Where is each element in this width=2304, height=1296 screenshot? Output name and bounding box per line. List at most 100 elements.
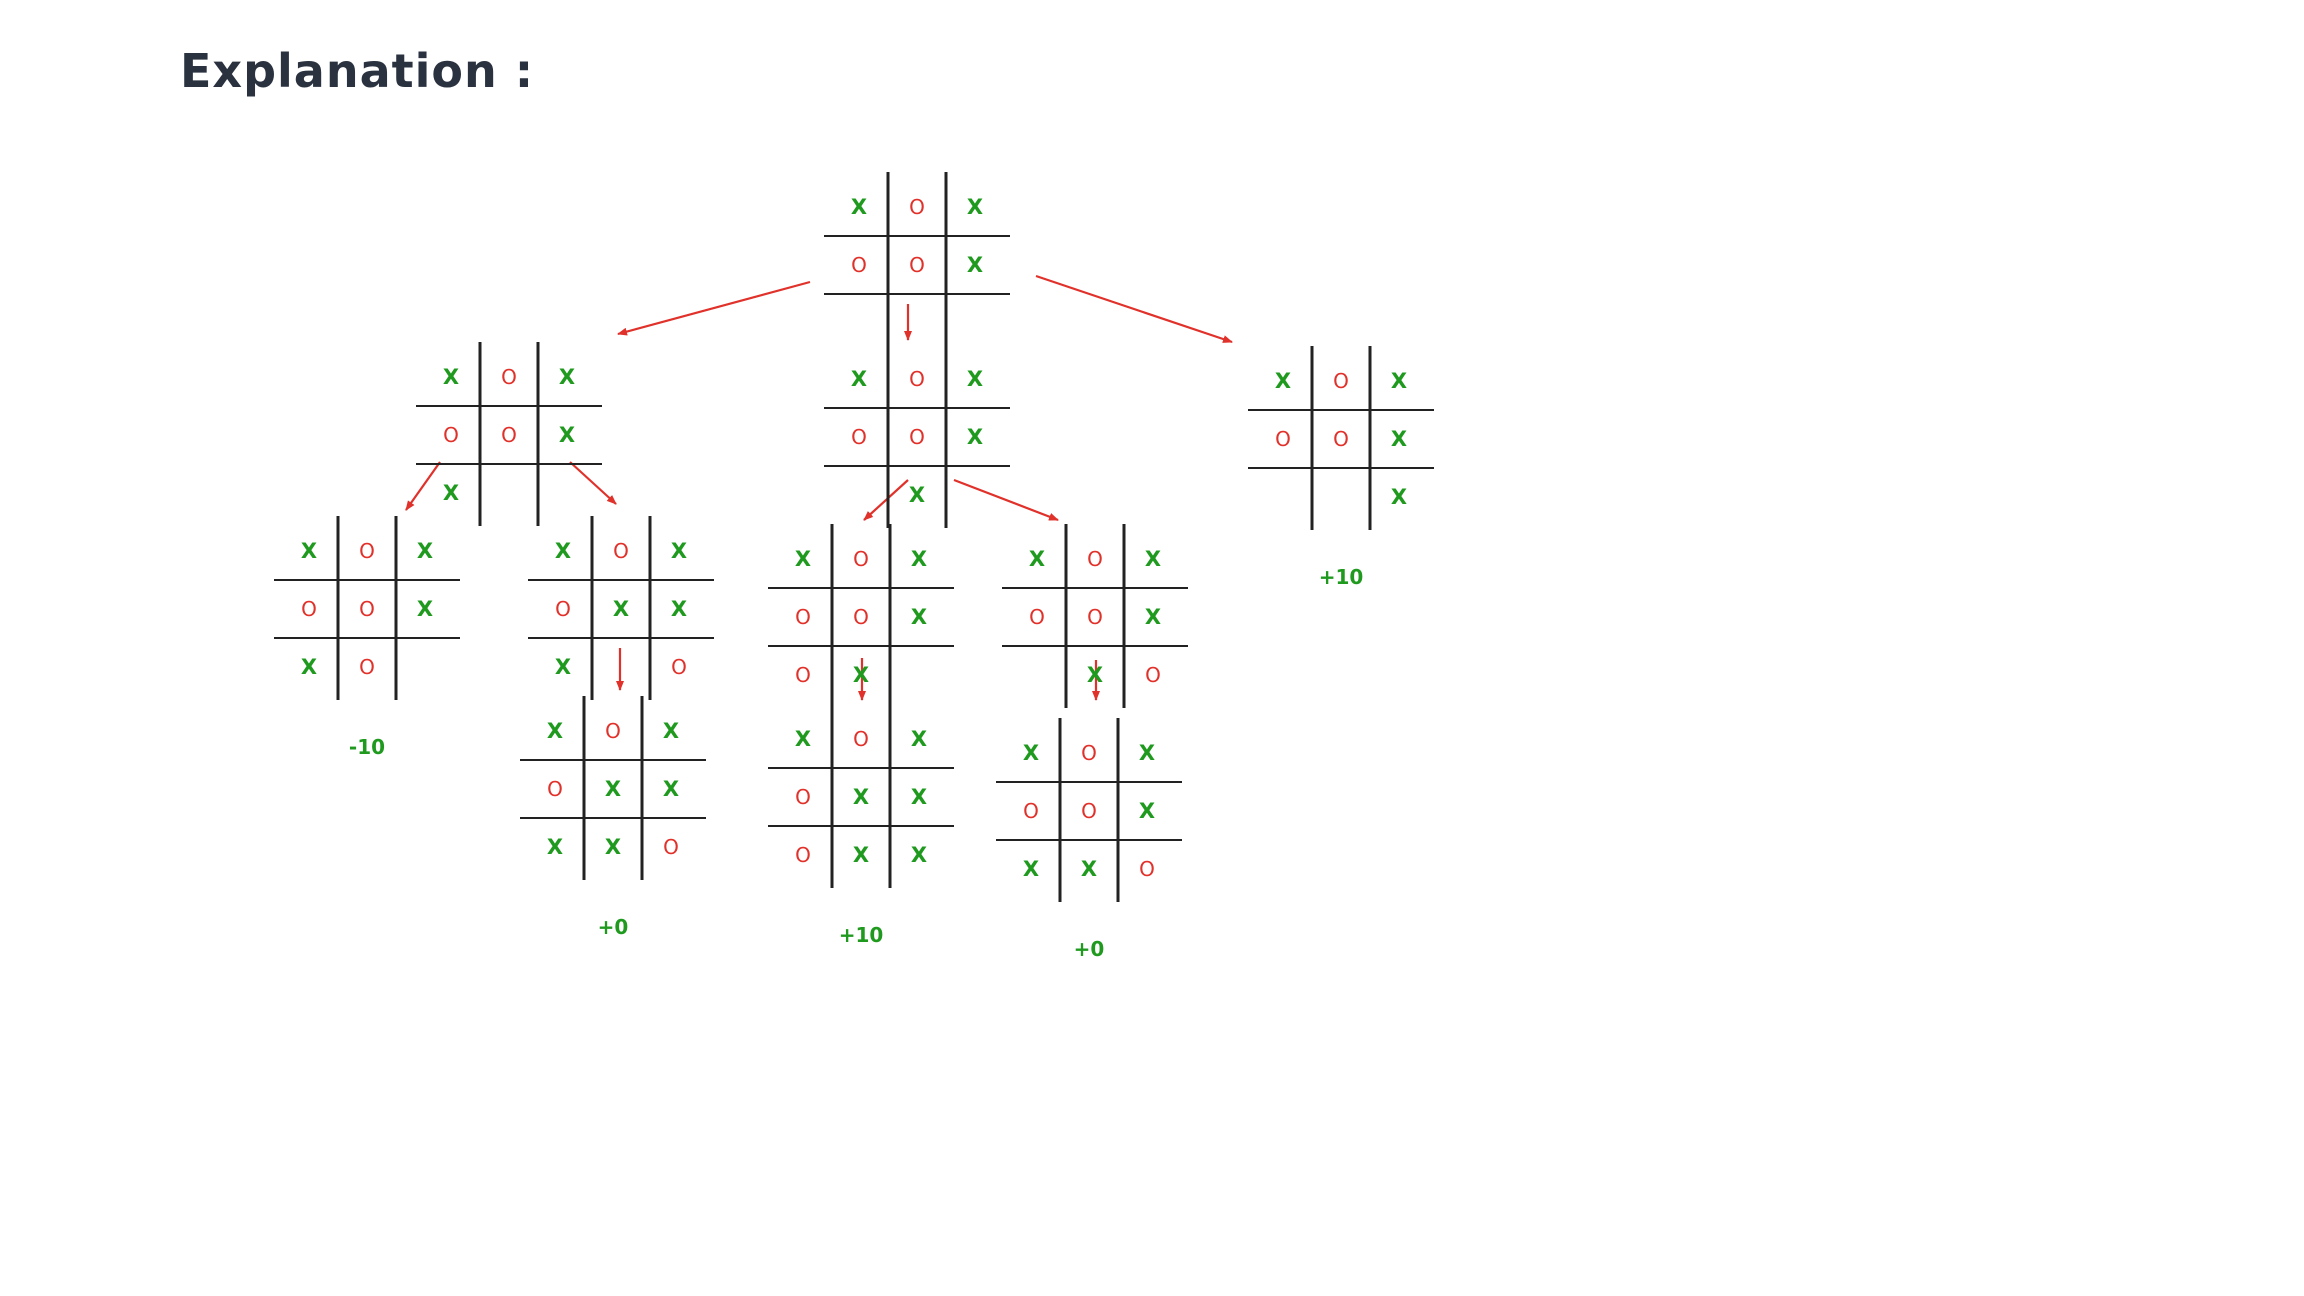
- arrow-root-to-child-3: [1035, 274, 1233, 344]
- cell-mark-x: X: [1139, 799, 1155, 823]
- cell-mark-o: O: [795, 605, 811, 629]
- cell-mark-o: O: [795, 663, 811, 687]
- cell-mark-o: O: [909, 367, 925, 391]
- cell-mark-o: O: [1081, 799, 1097, 823]
- cell-mark-x: X: [967, 195, 983, 219]
- board-score: +10: [1319, 565, 1364, 589]
- cell-mark-x: X: [1145, 547, 1161, 571]
- cell-mark-o: O: [359, 597, 375, 621]
- cell-mark-x: X: [911, 727, 927, 751]
- cell-mark-x: X: [605, 777, 621, 801]
- cell-mark-o: O: [605, 719, 621, 743]
- board-root: X O X O O X: [824, 172, 1010, 356]
- cell-mark-x: X: [967, 253, 983, 277]
- cell-mark-x: X: [911, 785, 927, 809]
- cell-mark-x: X: [559, 423, 575, 447]
- cell-mark-o: O: [853, 727, 869, 751]
- cell-mark-x: X: [1391, 485, 1407, 509]
- cell-mark-x: X: [853, 663, 869, 687]
- cell-mark-o: O: [851, 253, 867, 277]
- cell-mark-x: X: [671, 597, 687, 621]
- cell-mark-x: X: [301, 539, 317, 563]
- cell-mark-o: O: [555, 597, 571, 621]
- cell-mark-x: X: [555, 655, 571, 679]
- cell-mark-o: O: [1023, 799, 1039, 823]
- cell-mark-o: O: [909, 425, 925, 449]
- board-child-1-b: X O X O X X X O: [528, 516, 714, 700]
- cell-mark-x: X: [1391, 369, 1407, 393]
- cell-mark-x: X: [547, 835, 563, 859]
- arrow-child-1-to-child-1-a: [405, 461, 441, 511]
- cell-mark-x: X: [851, 195, 867, 219]
- board-child-2-a-1: X O X O X X O X X +10: [768, 704, 954, 947]
- cell-mark-x: X: [1029, 547, 1045, 571]
- cell-mark-x: X: [301, 655, 317, 679]
- cell-mark-o: O: [1087, 605, 1103, 629]
- edges: [405, 274, 1233, 701]
- cell-mark-o: O: [851, 425, 867, 449]
- cell-mark-x: X: [795, 727, 811, 751]
- cell-mark-o: O: [663, 835, 679, 859]
- cell-mark-o: O: [795, 785, 811, 809]
- cell-mark-o: O: [909, 253, 925, 277]
- cell-mark-o: O: [501, 365, 517, 389]
- cell-mark-x: X: [671, 539, 687, 563]
- cell-mark-o: O: [795, 843, 811, 867]
- cell-mark-x: X: [417, 597, 433, 621]
- cell-mark-o: O: [613, 539, 629, 563]
- cell-mark-o: O: [671, 655, 687, 679]
- cell-mark-o: O: [909, 195, 925, 219]
- cell-mark-o: O: [1275, 427, 1291, 451]
- cell-mark-o: O: [501, 423, 517, 447]
- cell-mark-o: O: [1029, 605, 1045, 629]
- arrow-child-1-to-child-1-b: [569, 461, 617, 505]
- arrow-child-2-to-child-2-b: [953, 478, 1059, 522]
- cell-mark-x: X: [1275, 369, 1291, 393]
- board-child-1-a: X O X O O X X O -10: [274, 516, 460, 759]
- cell-mark-o: O: [301, 597, 317, 621]
- cell-mark-x: X: [559, 365, 575, 389]
- cell-mark-x: X: [1081, 857, 1097, 881]
- cell-mark-x: X: [853, 843, 869, 867]
- cell-mark-x: X: [555, 539, 571, 563]
- arrow-root-to-child-1: [617, 280, 811, 336]
- cell-mark-x: X: [605, 835, 621, 859]
- page-title: Explanation :: [180, 44, 535, 98]
- cell-mark-x: X: [1139, 741, 1155, 765]
- board-score: +0: [1074, 937, 1105, 961]
- cell-mark-x: X: [967, 425, 983, 449]
- cell-mark-o: O: [1333, 427, 1349, 451]
- board-score: +0: [598, 915, 629, 939]
- cell-mark-x: X: [795, 547, 811, 571]
- board-score: -10: [349, 735, 385, 759]
- cell-mark-o: O: [359, 539, 375, 563]
- board-score: +10: [839, 923, 884, 947]
- cell-mark-x: X: [443, 365, 459, 389]
- cell-mark-x: X: [853, 785, 869, 809]
- cell-mark-x: X: [967, 367, 983, 391]
- cell-mark-x: X: [417, 539, 433, 563]
- cell-mark-o: O: [359, 655, 375, 679]
- cell-mark-o: O: [443, 423, 459, 447]
- cell-mark-x: X: [613, 597, 629, 621]
- cell-mark-x: X: [911, 843, 927, 867]
- cell-mark-o: O: [853, 605, 869, 629]
- cell-mark-x: X: [1391, 427, 1407, 451]
- cell-mark-x: X: [663, 719, 679, 743]
- cell-mark-x: X: [911, 547, 927, 571]
- cell-mark-o: O: [1081, 741, 1097, 765]
- cell-mark-o: O: [1087, 547, 1103, 571]
- arrow-child-2-to-child-2-a: [863, 479, 909, 521]
- cell-mark-x: X: [663, 777, 679, 801]
- cell-mark-o: O: [547, 777, 563, 801]
- cell-mark-o: O: [1145, 663, 1161, 687]
- cell-mark-x: X: [1087, 663, 1103, 687]
- cell-mark-x: X: [1023, 741, 1039, 765]
